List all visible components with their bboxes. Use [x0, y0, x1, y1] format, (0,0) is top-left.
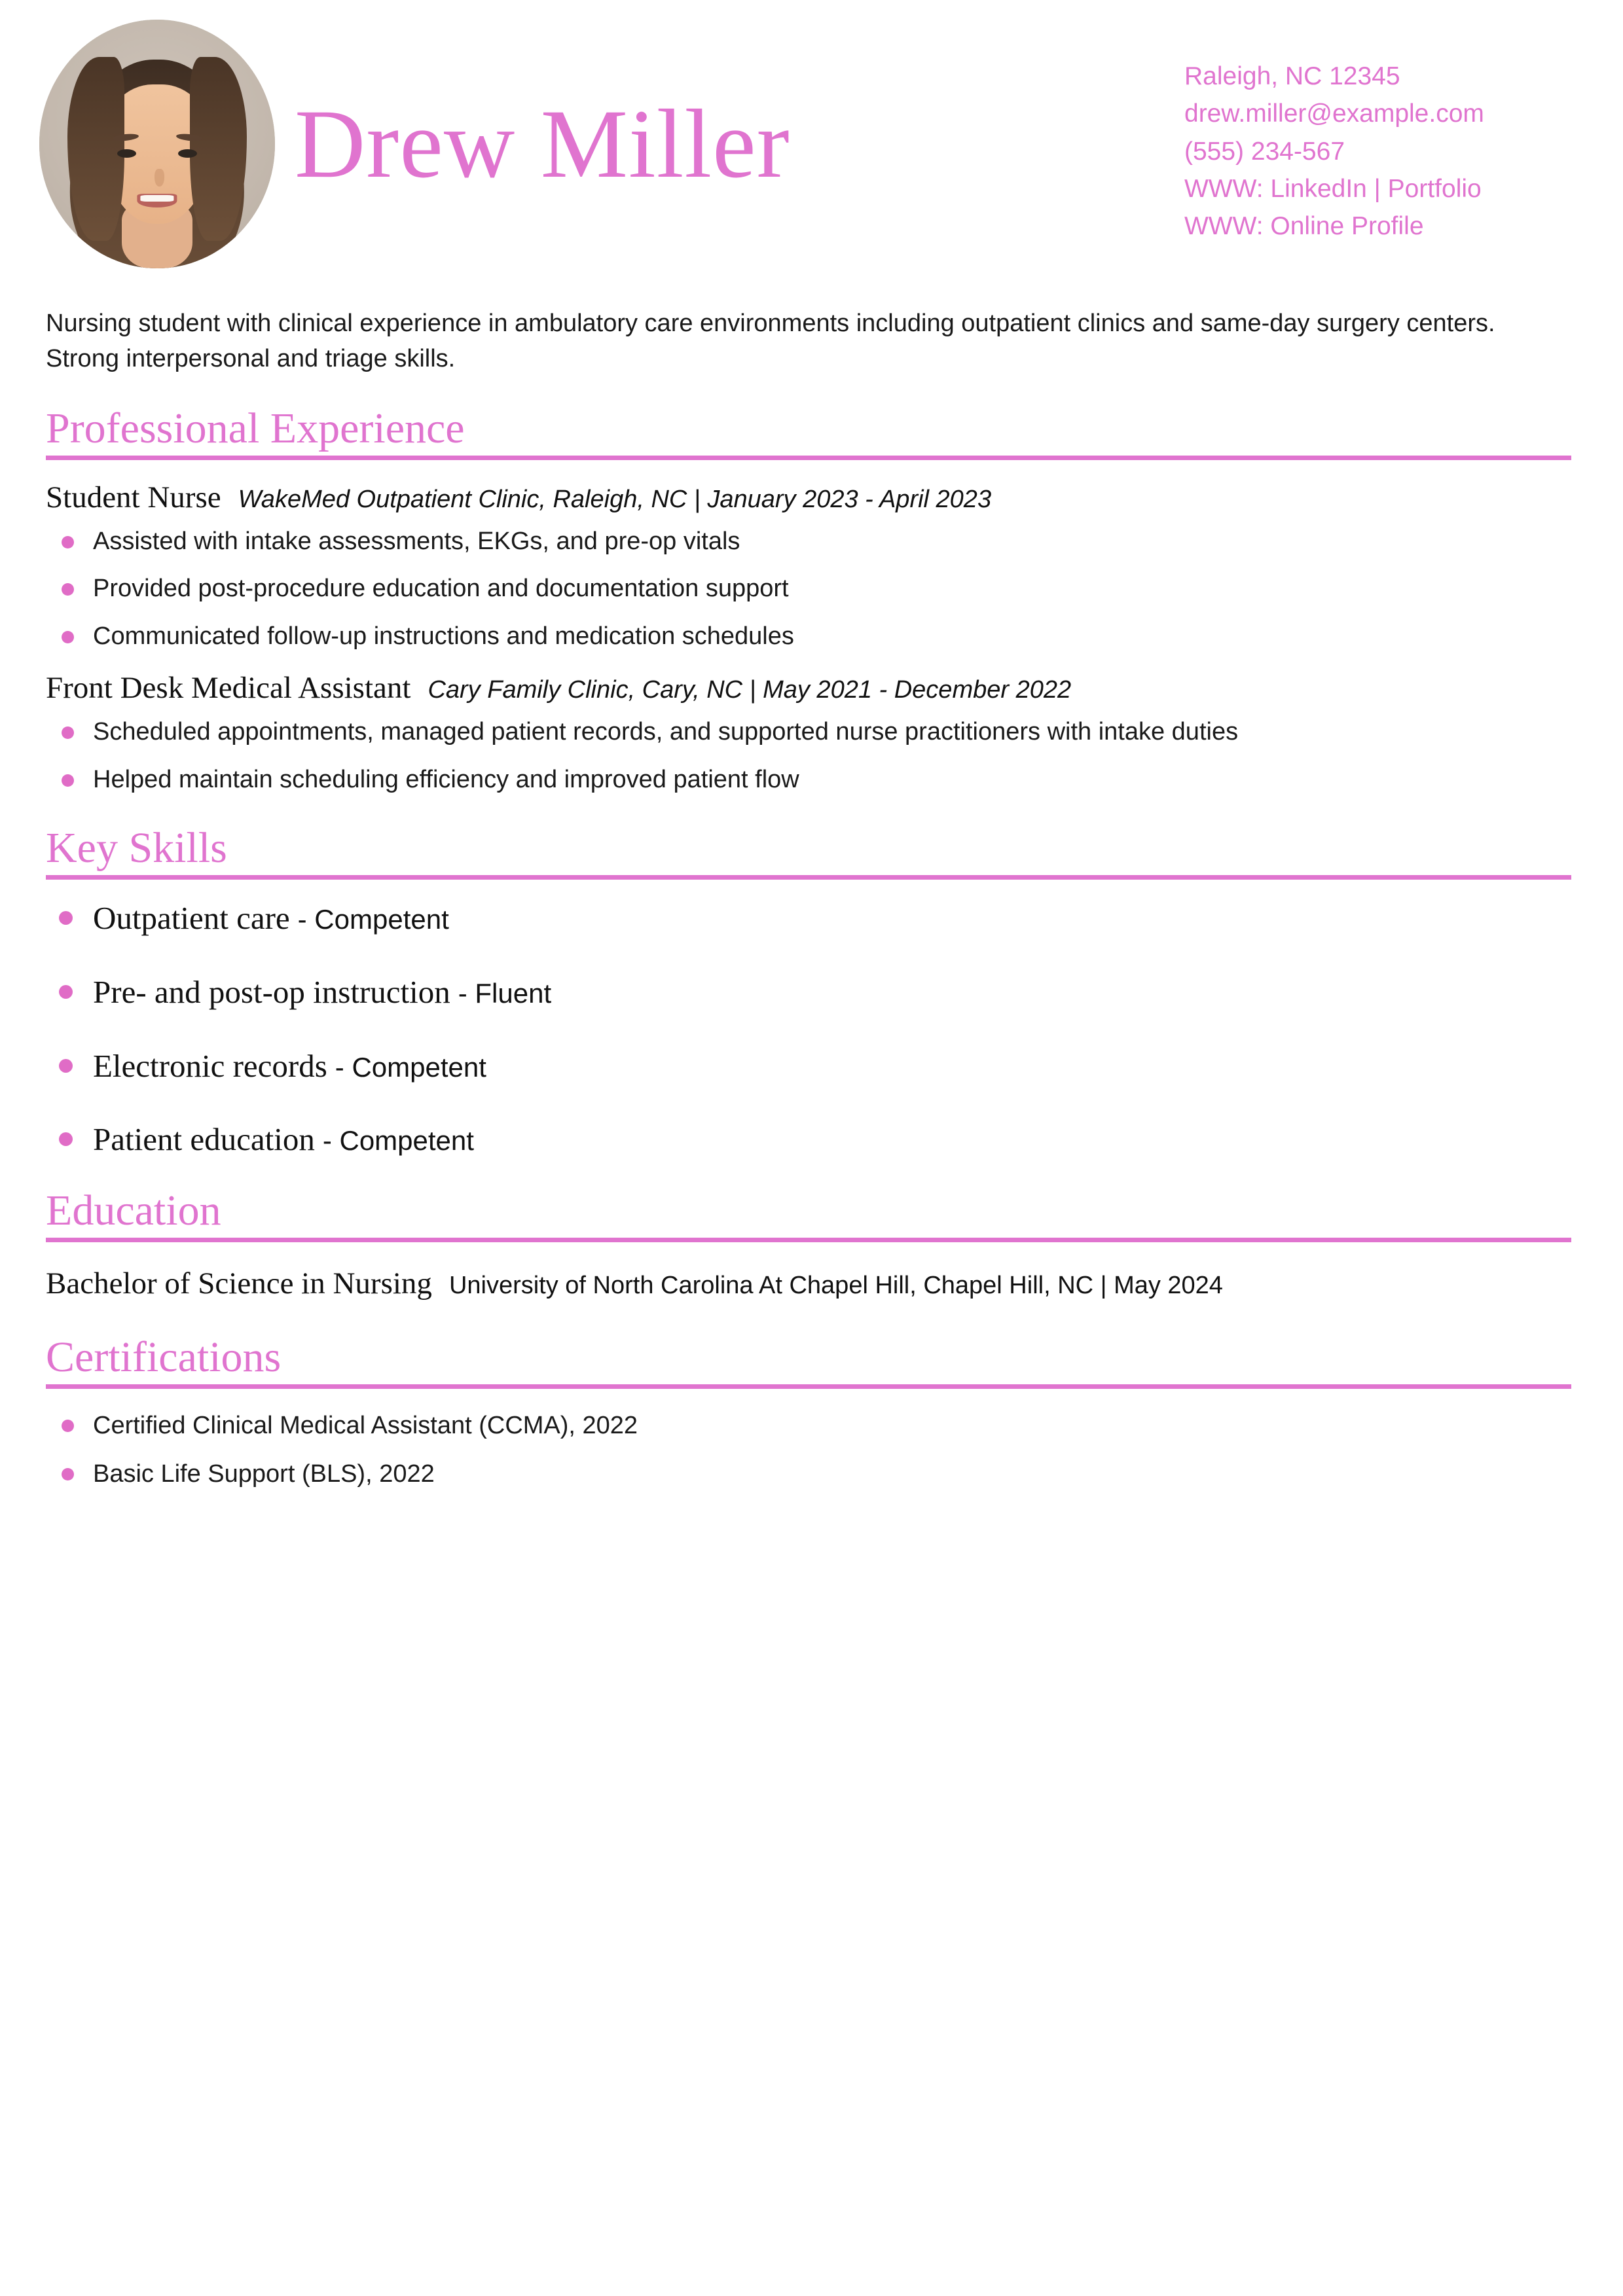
resume-header: Drew Miller Raleigh, NC 12345 drew.mille…	[0, 0, 1623, 288]
avatar-hair-left	[67, 57, 124, 242]
certification-item: Basic Life Support (BLS), 2022	[46, 1457, 1571, 1491]
job-heading: Student Nurse WakeMed Outpatient Clinic, …	[46, 480, 1571, 515]
job-entry: Student Nurse WakeMed Outpatient Clinic, …	[46, 480, 1571, 653]
job-meta: Cary Family Clinic, Cary, NC | May 2021 …	[428, 676, 1072, 704]
job-bullet: Helped maintain scheduling efficiency an…	[46, 762, 1571, 797]
candidate-name: Drew Miller	[295, 90, 790, 198]
skill-item: Electronic records- Competent	[46, 1047, 1571, 1086]
section-title-skills: Key Skills	[46, 824, 227, 872]
section-professional-experience: Professional Experience Student Nurse Wak…	[46, 404, 1571, 797]
section-title-education: Education	[46, 1187, 221, 1235]
section-title-certifications: Certifications	[46, 1333, 282, 1381]
contact-block: Raleigh, NC 12345 drew.miller@example.co…	[1184, 20, 1577, 245]
job-bullet: Scheduled appointments, managed patient …	[46, 715, 1571, 749]
education-meta: University of North Carolina At Chapel H…	[448, 1272, 1223, 1300]
skill-item: Outpatient care- Competent	[46, 899, 1571, 938]
avatar-nose	[155, 169, 164, 187]
job-title: Student Nurse	[46, 480, 221, 514]
skill-name: Patient education	[93, 1121, 315, 1158]
skills-list: Outpatient care- Competent Pre- and post…	[46, 899, 1571, 1159]
avatar-eye-left	[117, 149, 136, 158]
job-heading: Front Desk Medical Assistant Cary Family …	[46, 670, 1571, 706]
education-entry: Bachelor of Science in Nursing University…	[46, 1262, 1506, 1306]
section-key-skills: Key Skills Outpatient care- Competent Pr…	[46, 825, 1571, 1159]
job-bullet: Assisted with intake assessments, EKGs, …	[46, 524, 1571, 558]
certification-item: Certified Clinical Medical Assistant (CC…	[46, 1408, 1571, 1443]
job-bullet-list: Scheduled appointments, managed patient …	[46, 715, 1571, 797]
skill-name: Pre- and post-op instruction	[93, 973, 450, 1010]
skill-level: - Competent	[335, 1051, 486, 1083]
section-education: Education Bachelor of Science in Nursing…	[46, 1188, 1571, 1306]
job-bullet: Communicated follow-up instructions and …	[46, 619, 1571, 653]
job-meta: WakeMed Outpatient Clinic, Raleigh, NC |…	[238, 485, 992, 513]
section-divider-skills	[46, 875, 1571, 880]
section-divider-certifications	[46, 1384, 1571, 1389]
section-divider-education	[46, 1238, 1571, 1243]
contact-phone[interactable]: (555) 234-567	[1184, 137, 1345, 166]
name-container: Drew Miller	[275, 20, 1184, 268]
contact-email[interactable]: drew.miller@example.com	[1184, 99, 1484, 128]
avatar	[39, 20, 275, 268]
job-title: Front Desk Medical Assistant	[46, 671, 411, 706]
skill-name: Outpatient care	[93, 900, 290, 936]
professional-summary: Nursing student with clinical experience…	[46, 310, 1495, 372]
section-divider-experience	[46, 455, 1571, 460]
skill-item: Pre- and post-op instruction- Fluent	[46, 973, 1571, 1012]
section-title-experience: Professional Experience	[46, 404, 465, 452]
contact-address: Raleigh, NC 12345	[1184, 62, 1400, 90]
education-degree: Bachelor of Science in Nursing	[46, 1266, 432, 1301]
avatar-eye-right	[178, 149, 198, 158]
avatar-teeth	[140, 194, 174, 202]
skill-item: Patient education- Competent	[46, 1121, 1571, 1159]
job-entry: Front Desk Medical Assistant Cary Family …	[46, 670, 1571, 797]
section-certifications: Certifications Certified Clinical Medica…	[46, 1333, 1571, 1492]
skill-name: Electronic records	[93, 1047, 327, 1084]
contact-links[interactable]: WWW: LinkedIn | Portfolio	[1184, 174, 1482, 203]
contact-profile[interactable]: WWW: Online Profile	[1184, 212, 1424, 241]
skill-level: - Competent	[322, 1125, 474, 1157]
avatar-hair-right	[190, 57, 247, 242]
certifications-list: Certified Clinical Medical Assistant (CC…	[46, 1408, 1571, 1492]
skill-level: - Fluent	[458, 977, 552, 1009]
skill-level: - Competent	[297, 904, 449, 935]
job-bullet: Provided post-procedure education and do…	[46, 571, 1571, 605]
avatar-mouth	[137, 194, 177, 207]
job-bullet-list: Assisted with intake assessments, EKGs, …	[46, 524, 1571, 653]
